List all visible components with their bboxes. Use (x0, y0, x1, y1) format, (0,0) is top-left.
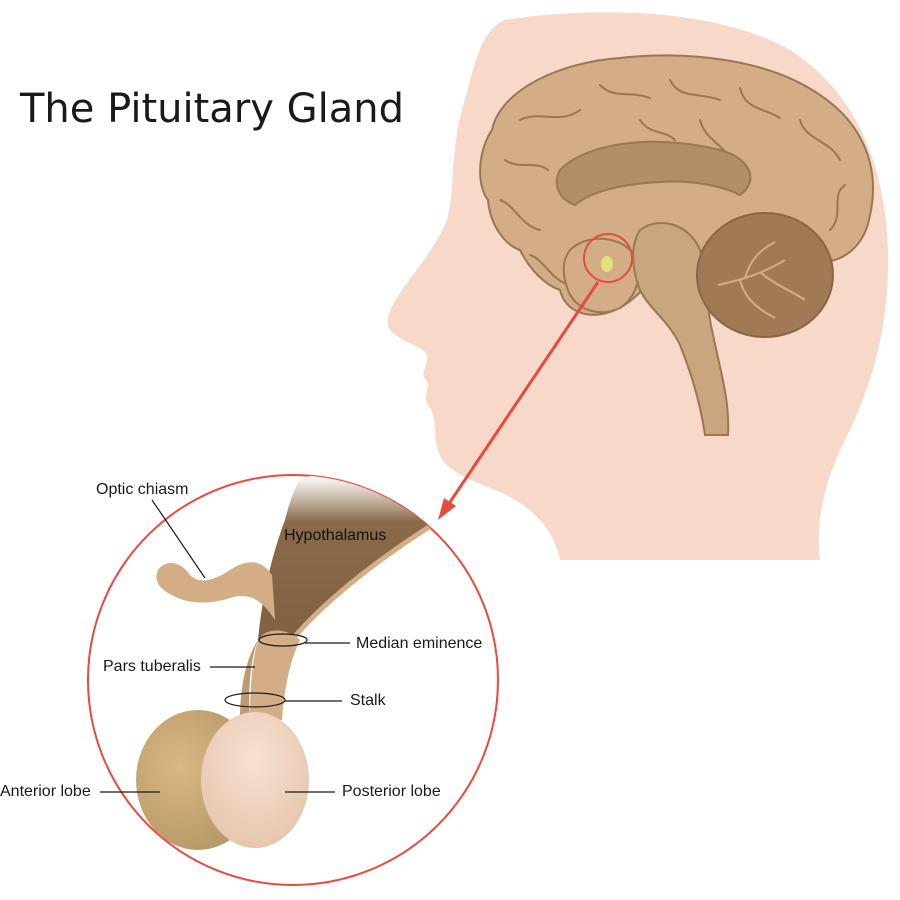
cerebellum-arbor (717, 241, 806, 319)
label-posterior-lobe: Posterior lobe (342, 783, 441, 800)
focus-circle (583, 233, 633, 283)
leader-lines (100, 499, 350, 793)
brain-gyri (499, 79, 846, 286)
pars-tuberalis (240, 640, 258, 720)
diagram-title: The Pituitary Gland (20, 86, 405, 132)
posterior-lobe (201, 712, 309, 848)
label-stalk: Stalk (350, 692, 386, 709)
pituitary-in-brain (601, 256, 613, 272)
corpus-callosum (555, 140, 752, 207)
pituitary-stalk (250, 630, 300, 720)
temporal-lobe (562, 237, 640, 314)
label-optic-chiasm: Optic chiasm (96, 481, 189, 498)
label-anterior-lobe: Anterior lobe (0, 783, 91, 800)
pointer-arrowhead (438, 498, 456, 520)
hypothalamus (258, 475, 440, 660)
pointer-line (444, 281, 600, 509)
label-pars-tuberalis: Pars tuberalis (103, 658, 201, 675)
label-median-eminence: Median eminence (356, 635, 483, 652)
label-hypothalamus: Hypothalamus (284, 527, 387, 544)
optic-chiasm (156, 562, 275, 620)
